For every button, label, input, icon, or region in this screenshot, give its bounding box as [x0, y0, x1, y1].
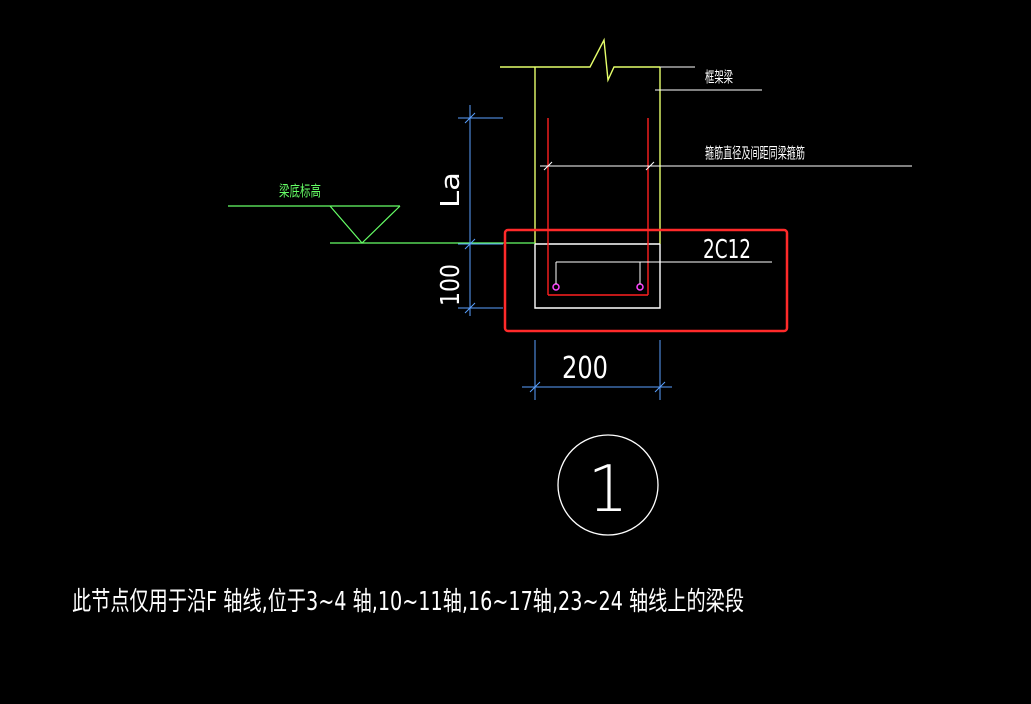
extension-outline	[534, 244, 661, 309]
rebar-dot-left	[552, 283, 560, 291]
stirrup-note-label: 箍筋直径及间距同梁箍筋	[705, 144, 805, 162]
concrete-extension	[534, 243, 661, 309]
width-dimension-label: 200	[562, 351, 608, 386]
vertical-dimension	[458, 105, 503, 316]
highlight-box	[503, 228, 789, 333]
depth-dimension-label: 100	[436, 264, 466, 306]
detail-number-label: 1	[588, 453, 629, 527]
reinforcement	[547, 118, 649, 296]
horizontal-dimension	[522, 340, 672, 400]
break-line	[500, 37, 660, 83]
elevation-symbol	[228, 205, 535, 244]
rebar-leader	[555, 261, 772, 284]
frame-beam-leader	[655, 66, 762, 91]
rebar-label: 2C12	[703, 235, 751, 265]
rebar-dot-right	[636, 283, 644, 291]
detail-note: 此节点仅用于沿F 轴线,位于3~4 轴,10~11轴,16~17轴,23~24 …	[72, 587, 744, 617]
beam-section-outline	[500, 37, 661, 244]
beam-bottom-elevation-label: 梁底标高	[279, 182, 321, 200]
detail-number-circle	[557, 434, 659, 536]
anchor-length-label: La	[436, 172, 466, 208]
stirrup-leader	[540, 161, 912, 171]
frame-beam-label: 框架梁	[705, 68, 733, 86]
